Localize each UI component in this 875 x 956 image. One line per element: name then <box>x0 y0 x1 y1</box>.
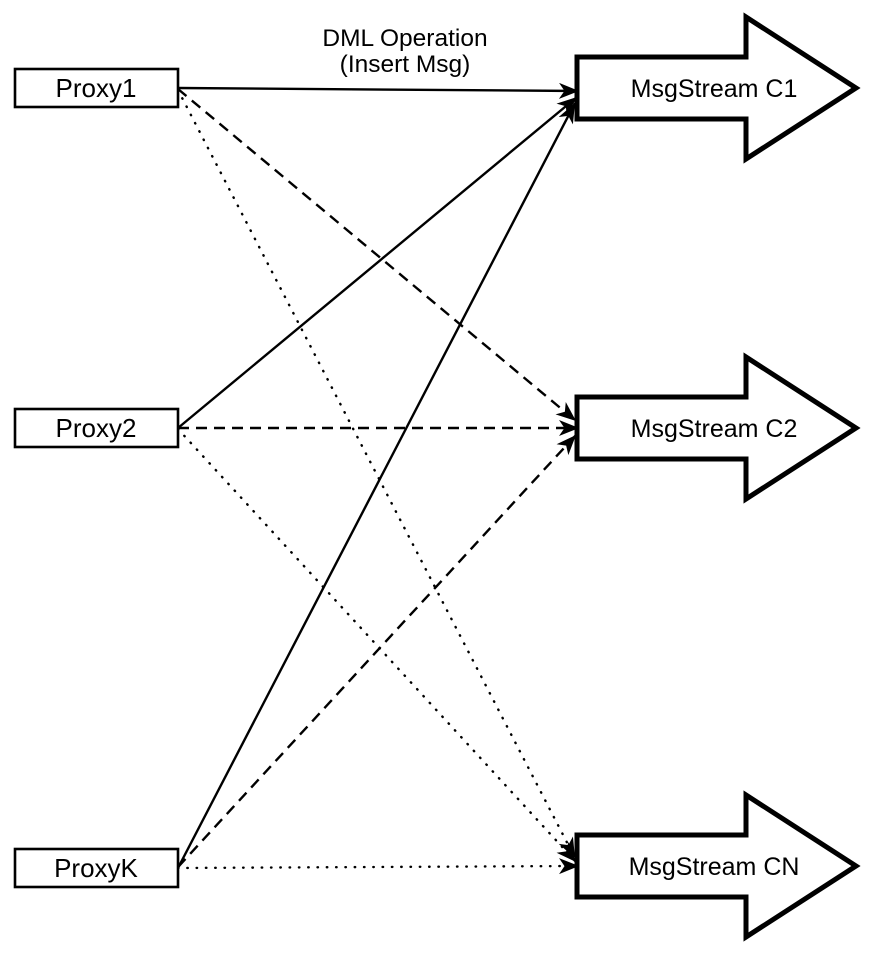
msgstream-cn-node: MsgStream CN <box>574 790 861 942</box>
msgstream-c1-label: MsgStream C1 <box>631 75 798 103</box>
proxy1-box <box>13 67 180 109</box>
proxy2-node: Proxy2 <box>13 407 180 449</box>
diagram-title-line2: (Insert Msg) <box>340 51 471 78</box>
proxy2-label: Proxy2 <box>56 413 137 443</box>
msgstream-cn-label: MsgStream CN <box>629 853 800 881</box>
msgstream-c2-label: MsgStream C2 <box>631 415 798 443</box>
edge-proxy1-to-c2 <box>177 88 577 422</box>
msgstream-cn-block-arrow-icon <box>574 790 861 942</box>
edge-proxy2-to-cn <box>176 427 578 864</box>
edge-proxy2-to-c1 <box>177 96 578 429</box>
edges-layer <box>176 82 581 875</box>
edge-proxyk-to-cn <box>176 858 581 875</box>
msgstream-c2-block-arrow-icon <box>574 352 861 504</box>
edge-proxy1-to-c1 <box>177 82 580 99</box>
proxyk-label: ProxyK <box>54 853 138 883</box>
msgstream-c1-node: MsgStream C1 <box>574 12 861 164</box>
proxy2-box <box>13 407 180 449</box>
proxy1-label: Proxy1 <box>56 73 137 103</box>
msgstream-c1-block-arrow-icon <box>574 12 861 164</box>
diagram-title-line1: DML Operation <box>322 25 487 52</box>
proxyk-box <box>13 847 180 889</box>
proxy1-node: Proxy1 <box>13 67 180 109</box>
proxyk-node: ProxyK <box>13 847 180 889</box>
edge-proxyk-to-c1 <box>176 102 577 869</box>
diagram-title: DML Operation (Insert Msg) <box>322 25 487 78</box>
msgstream-c2-node: MsgStream C2 <box>574 352 861 504</box>
edge-proxyk-to-c2 <box>177 434 577 868</box>
edge-proxy1-to-cn <box>176 88 577 860</box>
